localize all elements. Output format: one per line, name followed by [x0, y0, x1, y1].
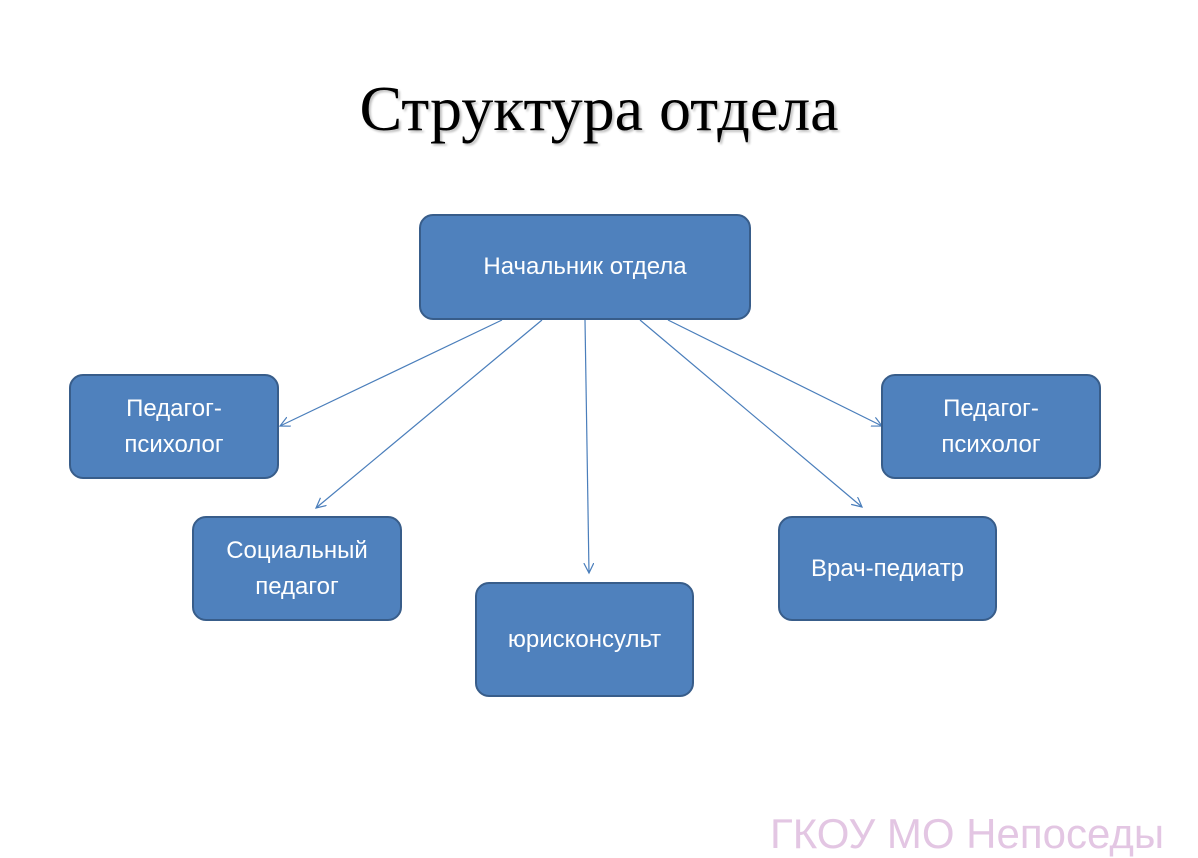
connector-head-to-psychologist-left — [280, 319, 503, 426]
connector-head-to-pediatrician — [639, 319, 862, 507]
node-legal-adviser: юрисконсульт — [475, 582, 694, 697]
node-pedagogue-psychologist-left: Педагог- психолог — [69, 374, 279, 479]
connector-head-to-psychologist-right — [667, 319, 882, 426]
watermark-text: ГКОУ МО Непоседы — [770, 810, 1165, 857]
node-pediatrician: Врач-педиатр — [778, 516, 997, 621]
node-label: Врач-педиатр — [810, 554, 965, 582]
node-social-pedagogue: Социальный педагог — [192, 516, 402, 621]
connector-head-to-legal-adviser — [585, 319, 589, 573]
node-label: Педагог- психолог — [941, 394, 1041, 458]
node-label: Социальный педагог — [226, 536, 368, 600]
connector-head-to-social-pedagogue — [316, 319, 543, 508]
node-label: Педагог- психолог — [124, 394, 224, 458]
node-label: юрисконсульт — [507, 625, 662, 653]
node-label: Начальник отдела — [483, 253, 687, 280]
slide-title: Структура отдела — [359, 73, 839, 144]
node-pedagogue-psychologist-right: Педагог- психолог — [881, 374, 1101, 479]
node-head-of-department: Начальник отдела — [419, 214, 751, 320]
